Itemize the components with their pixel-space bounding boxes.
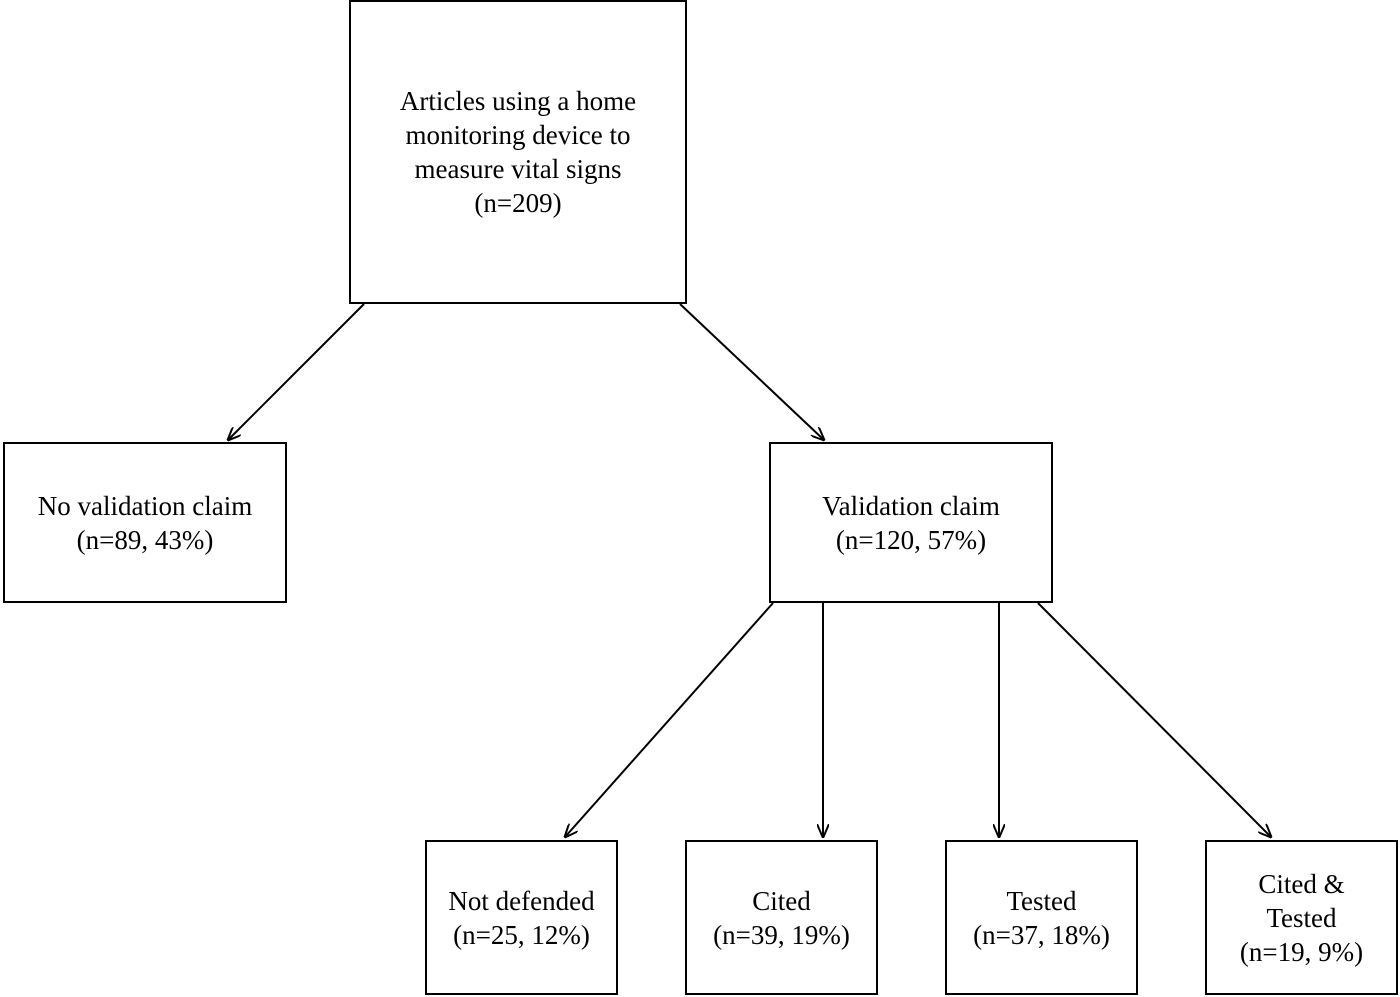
- not-defended-label: Not defended: [448, 885, 595, 916]
- not-defended-count: (n=25, 12%): [453, 919, 590, 950]
- validation-count: (n=120, 57%): [835, 524, 987, 555]
- cited-and-tested-label: Tested: [1266, 902, 1337, 933]
- no-validation-box: No validation claim (n=89, 43%): [3, 442, 287, 603]
- root-text-line: monitoring device to: [405, 120, 631, 150]
- root-text-line: measure vital signs: [414, 154, 622, 184]
- root-box: Articles using a home monitoring device …: [349, 0, 687, 304]
- validation-label: Validation claim: [822, 490, 1000, 521]
- cited-box: Cited (n=39, 19%): [685, 840, 878, 995]
- cited-and-tested-count: (n=19, 9%): [1239, 936, 1364, 967]
- root-text-line: Articles using a home: [399, 86, 637, 116]
- arrow-validation-to-not-defended: [565, 602, 774, 837]
- validation-box: Validation claim (n=120, 57%): [769, 442, 1053, 603]
- no-validation-count: (n=89, 43%): [76, 524, 214, 555]
- arrow-validation-to-cited-tested: [1037, 602, 1271, 837]
- root-count: (n=209): [474, 188, 562, 218]
- cited-count: (n=39, 19%): [713, 919, 850, 950]
- cited-and-tested-box: Cited & Tested (n=19, 9%): [1205, 840, 1398, 995]
- tested-label: Tested: [1006, 885, 1077, 916]
- arrow-root-to-validation: [679, 303, 824, 440]
- cited-label: Cited: [752, 885, 811, 916]
- cited-and-tested-label: Cited &: [1258, 868, 1345, 899]
- tested-box: Tested (n=37, 18%): [945, 840, 1138, 995]
- arrow-root-to-no-validation: [228, 303, 365, 440]
- not-defended-box: Not defended (n=25, 12%): [425, 840, 618, 995]
- no-validation-label: No validation claim: [37, 490, 253, 521]
- tested-count: (n=37, 18%): [973, 919, 1110, 950]
